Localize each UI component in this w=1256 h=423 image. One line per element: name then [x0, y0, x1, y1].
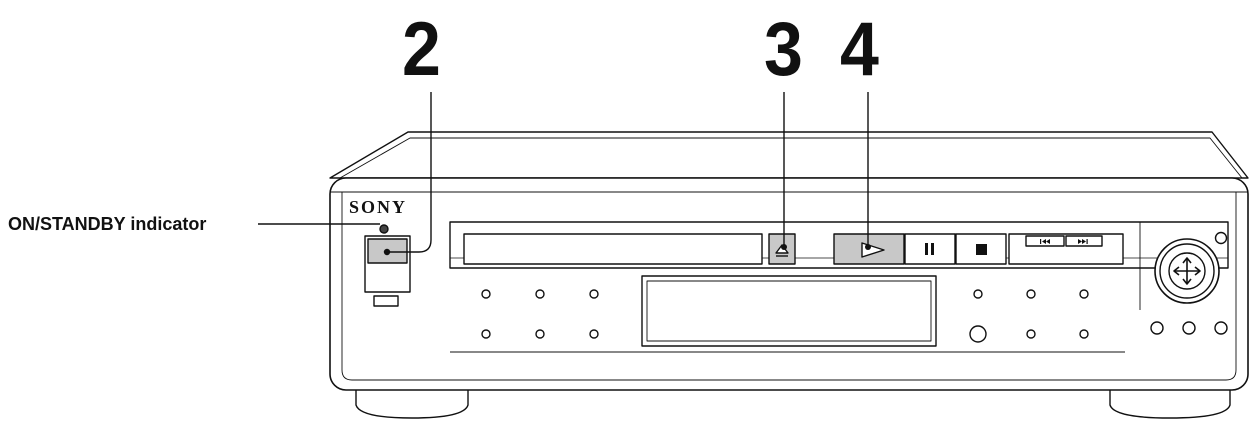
function-button[interactable]: [1214, 321, 1228, 335]
function-button[interactable]: [589, 289, 599, 299]
callout-2-leader: [390, 92, 432, 253]
previous-track-icon: [1040, 239, 1050, 244]
function-button[interactable]: [535, 289, 545, 299]
disc-tray: [463, 233, 763, 265]
display-window: [641, 275, 937, 347]
sony-logo: SONY: [349, 197, 407, 217]
function-button[interactable]: [1079, 329, 1089, 339]
four-way-arrow-icon: [1173, 257, 1201, 285]
function-button[interactable]: [535, 329, 545, 339]
function-button[interactable]: [1026, 289, 1036, 299]
function-button[interactable]: [1150, 321, 1164, 335]
callout-2: 2: [402, 7, 441, 92]
right-function-buttons: [969, 289, 1089, 343]
large-function-button[interactable]: [969, 325, 987, 343]
callout-4: 4: [840, 7, 879, 92]
left-function-buttons: [481, 289, 599, 339]
pause-icon: [925, 243, 934, 255]
right-bottom-buttons: [1150, 321, 1228, 335]
pause-button[interactable]: [904, 233, 956, 265]
remote-sensor: [373, 295, 399, 307]
callout-3: 3: [764, 7, 803, 92]
function-button[interactable]: [481, 289, 491, 299]
function-button[interactable]: [973, 289, 983, 299]
standby-led: [379, 224, 389, 234]
function-button[interactable]: [589, 329, 599, 339]
top-lid: [329, 131, 1249, 179]
on-standby-indicator-label: ON/STANDBY indicator: [8, 214, 207, 234]
function-button[interactable]: [1182, 321, 1196, 335]
next-track-icon: [1078, 239, 1088, 244]
left-foot: [355, 388, 469, 419]
function-button[interactable]: [1026, 329, 1036, 339]
function-button[interactable]: [1079, 289, 1089, 299]
function-button[interactable]: [481, 329, 491, 339]
small-right-button[interactable]: [1214, 231, 1228, 245]
stop-icon: [976, 244, 987, 255]
right-foot: [1109, 388, 1231, 419]
